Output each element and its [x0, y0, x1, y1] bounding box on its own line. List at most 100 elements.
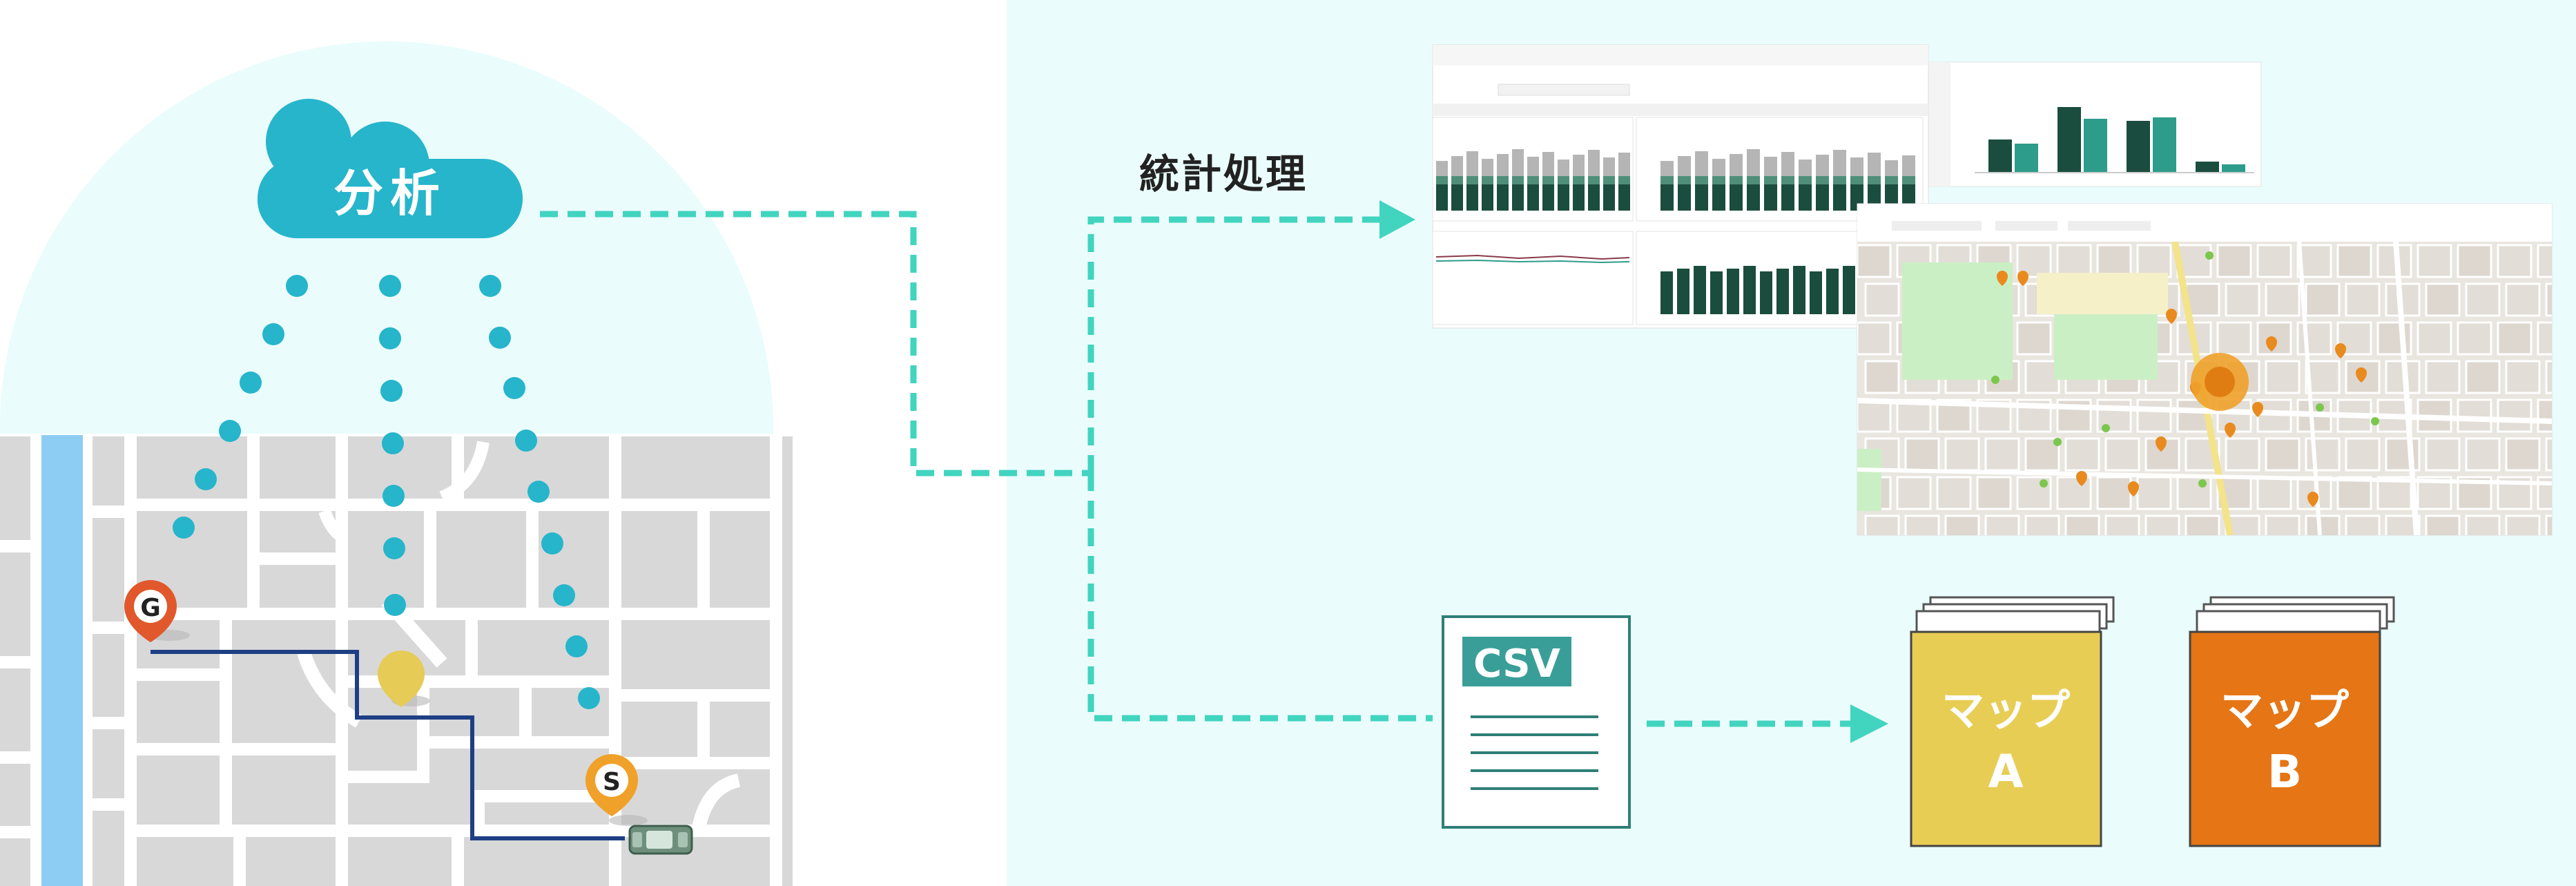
cluster-marker — [2191, 353, 2249, 411]
stacked-bar-segment — [1678, 176, 1691, 184]
map-book-a: マップ A — [1910, 596, 2115, 847]
stacked-bar-segment — [1573, 155, 1585, 176]
map-block — [1944, 514, 1980, 535]
grouped-bar — [2127, 121, 2150, 173]
stacked-bar-segment — [1451, 184, 1463, 211]
stacked-bar-segment — [1542, 176, 1554, 184]
park-area — [2054, 304, 2158, 380]
map-block — [2096, 244, 2132, 278]
stacked-bar-segment — [1512, 176, 1524, 184]
map-block — [2265, 514, 2301, 535]
stacked-bar-segment — [1816, 184, 1829, 211]
stacked-bar-segment — [1747, 149, 1760, 176]
car-icon — [628, 825, 693, 855]
bar-mark — [1694, 266, 1706, 314]
arrow-to-dashboard — [1379, 200, 1415, 239]
map-dot — [2040, 479, 2048, 488]
map-block — [1904, 514, 1940, 535]
map-block — [2457, 244, 2492, 278]
stacked-bar-segment — [1451, 176, 1463, 184]
stacked-bar-segment — [1527, 157, 1539, 176]
map-dot — [1991, 376, 1999, 384]
stacked-bar-segment — [1747, 176, 1760, 184]
grouped-bar-chart — [1988, 107, 2245, 173]
map-blocks — [0, 435, 793, 886]
map-block — [1857, 398, 1892, 433]
line-chart — [1435, 254, 1630, 264]
flow-connectors — [540, 211, 1850, 727]
map-pin-icon — [2017, 271, 2028, 286]
map-block — [2545, 437, 2552, 472]
map-block — [2417, 321, 2452, 356]
stacked-bar-segment — [1816, 176, 1829, 184]
stacked-bar-segment — [1678, 184, 1691, 211]
map-block — [2136, 398, 2172, 433]
map-block — [2225, 282, 2260, 317]
map-block — [1864, 282, 1900, 317]
map-block — [2345, 514, 2381, 535]
cloud-label: 分析 — [333, 164, 447, 222]
map-block — [2425, 514, 2461, 535]
map-block — [2425, 437, 2461, 472]
map-block — [1857, 321, 1892, 356]
goal-pin: G — [124, 580, 190, 642]
map-block — [1944, 437, 1980, 472]
map-block — [2144, 514, 2180, 535]
map-block — [2185, 514, 2220, 535]
map-block — [2216, 244, 2252, 278]
map-block — [2465, 360, 2501, 394]
map-pin-icon — [2076, 471, 2087, 486]
stacked-bar-segment — [1436, 161, 1448, 176]
grouped-bar — [2084, 119, 2107, 173]
stacked-bar-segment — [1781, 152, 1794, 176]
map-block — [2256, 476, 2292, 510]
bar-mark — [1843, 266, 1855, 314]
start-pin: S — [585, 754, 648, 826]
map-block — [2296, 321, 2332, 356]
map-block — [2336, 244, 2372, 278]
grouped-bar — [2015, 144, 2038, 173]
stacked-bar-segment — [1730, 154, 1743, 176]
stacked-bar-segment — [1833, 184, 1846, 211]
map-block — [2136, 244, 2172, 278]
csv-label: CSV — [1473, 642, 1560, 686]
bar-mark — [1776, 269, 1789, 314]
map-block — [2056, 244, 2092, 278]
stacked-bar-segment — [1695, 151, 1708, 176]
map-block — [2265, 437, 2301, 472]
stacked-bar-segment — [1542, 184, 1554, 211]
bar-mark — [1793, 266, 1805, 314]
map-block — [2505, 282, 2541, 317]
stacked-bar-segment — [1603, 157, 1615, 176]
stacked-bar-segment — [1764, 176, 1777, 184]
map-block — [2216, 321, 2252, 356]
map-block — [2505, 514, 2541, 535]
map-a-label-line1: マップ — [1941, 685, 2070, 735]
map-block — [1864, 514, 1900, 535]
map-screenshot-window — [1857, 203, 2553, 536]
stacked-bar-segment — [1660, 176, 1674, 184]
stacked-bar-segment — [1781, 184, 1794, 211]
analysis-cloud: 分析 — [258, 99, 523, 238]
map-pin-icon — [2307, 492, 2318, 507]
stacked-bar-segment — [1885, 176, 1898, 184]
stacked-bar-segment — [1573, 184, 1585, 211]
stacked-bar-segment — [1747, 184, 1760, 211]
stacked-bar-segment — [1558, 184, 1569, 211]
map-pin-icon — [1997, 271, 2008, 286]
data-dots — [173, 275, 600, 709]
map-block — [2265, 360, 2301, 394]
stacked-bar-segment — [1660, 161, 1674, 176]
curved-road — [439, 441, 490, 503]
map-block — [1904, 437, 1940, 472]
route-line — [151, 650, 625, 840]
stacked-bar-segment — [1695, 184, 1708, 211]
goal-marker-label: G — [140, 594, 161, 622]
map-dot — [2205, 251, 2214, 260]
map-block — [2064, 437, 2100, 472]
map-block — [2425, 282, 2461, 317]
stacked-bar-segment — [1902, 176, 1915, 184]
stacked-bar-segment — [1868, 176, 1881, 184]
stacked-bar-segment — [1558, 176, 1569, 184]
river — [41, 435, 83, 886]
